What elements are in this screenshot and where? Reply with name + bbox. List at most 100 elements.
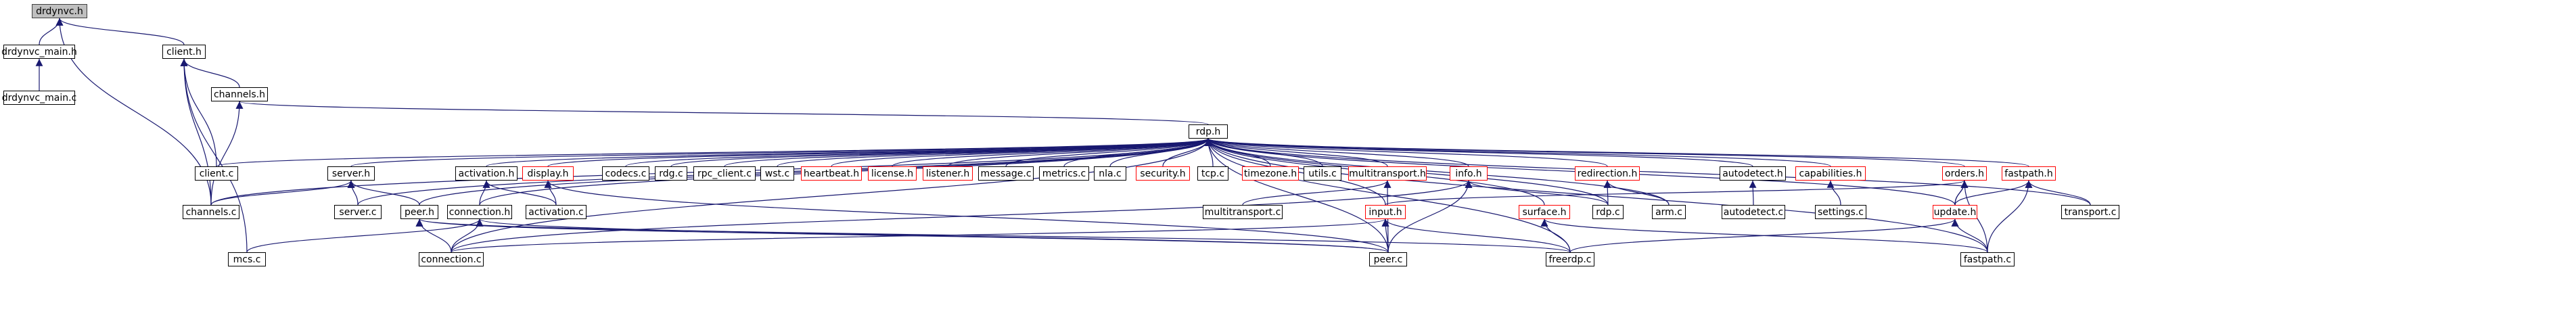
node-connection-h[interactable]: connection.h [447,205,512,219]
node-label: rdp.c [1596,206,1620,218]
node-label: redirection.h [1577,168,1638,179]
node-message-c[interactable]: message.c [978,166,1034,181]
node-label: update.h [1933,206,1977,218]
edge-transport-c-to-fastpath-h [2025,180,2091,206]
edge-freerdp-c-to-input-h [1381,218,1571,253]
node-rdg-c[interactable]: rdg.c [655,166,687,181]
edge-connection-c-to-peer-h [415,218,452,253]
node-label: orders.h [1945,168,1984,179]
node-label: peer.c [1373,254,1403,265]
node-label: drdynvc_main.h [1,46,77,57]
node-display-h[interactable]: display.h [522,166,574,181]
edge-fastpath-c-to-fastpath-h [1987,180,2033,253]
node-surface-h[interactable]: surface.h [1519,205,1570,219]
edge-client-c-to-client-h [180,58,217,167]
node-mcs-c[interactable]: mcs.c [228,252,266,266]
node-security-h[interactable]: security.h [1136,166,1190,181]
edge-listener-h-to-rdp-h [947,138,1212,167]
edge-fastpath-h-to-rdp-h [1205,138,2029,167]
node-server-h[interactable]: server.h [327,166,375,181]
node-autodetect-c[interactable]: autodetect.c [1722,205,1785,219]
node-channels-h[interactable]: channels.h [211,87,268,101]
node-rdp-c[interactable]: rdp.c [1592,205,1624,219]
node-label: channels.c [185,206,237,218]
node-drdynvc-main-h[interactable]: drdynvc_main.h [1,45,77,59]
edge-freerdp-c-to-update-h [1569,218,1959,253]
edge-license-h-to-rdp-h [892,138,1212,167]
node-utils-c[interactable]: utils.c [1304,166,1341,181]
node-connection-c[interactable]: connection.c [419,252,484,266]
edge-client-c-to-rdp-h [216,138,1212,167]
edge-multitransport-c-to-multitransport-h [1242,180,1392,206]
node-fastpath-h[interactable]: fastpath.h [2002,166,2056,181]
node-label: fastpath.c [1963,254,2012,265]
node-autodetect-h[interactable]: autodetect.h [1720,166,1786,181]
node-label: autodetect.h [1722,168,1783,179]
node-label: info.h [1455,168,1482,179]
node-label: listener.h [925,168,970,179]
edge-connection-c-to-rdp-h [451,138,1212,253]
node-nla-c[interactable]: nla.c [1094,166,1126,181]
node-label: channels.h [213,89,265,100]
node-rdp-h[interactable]: rdp.h [1189,124,1228,139]
edge-channels-h-to-client-h [180,58,240,88]
node-timezone-h[interactable]: timezone.h [1242,166,1299,181]
node-multitransport-c[interactable]: multitransport.c [1203,205,1283,219]
node-label: display.h [527,168,569,179]
node-listener-h[interactable]: listener.h [923,166,973,181]
node-codecs-c[interactable]: codecs.c [602,166,649,181]
node-activation-h[interactable]: activation.h [455,166,518,181]
node-transport-c[interactable]: transport.c [2061,205,2119,219]
edge-transport-c-to-rdp-h [1204,138,2091,206]
edge-redirection-h-to-rdp-h [1204,138,1608,167]
edge-drdynvc-main-h-to-drdynvc-h [39,18,64,45]
node-label: connection.h [448,206,511,218]
node-rpc-client-c[interactable]: rpc_client.c [693,166,756,181]
node-orders-h[interactable]: orders.h [1942,166,1987,181]
node-label: fastpath.h [2004,168,2053,179]
node-client-c[interactable]: client.c [195,166,238,181]
node-activation-c[interactable]: activation.c [526,205,586,219]
node-capabilities-h[interactable]: capabilities.h [1795,166,1866,181]
node-license-h[interactable]: license.h [868,166,917,181]
edge-peer-c-to-info-h [1387,180,1473,253]
node-label: heartbeat.h [803,168,860,179]
edge-client-h-to-drdynvc-h [55,18,185,45]
node-freerdp-c[interactable]: freerdp.c [1546,252,1594,266]
node-peer-h[interactable]: peer.h [400,205,438,219]
edge-update-h-to-fastpath-h [1954,180,2033,206]
node-label: rpc_client.c [697,168,752,179]
node-input-h[interactable]: input.h [1365,205,1406,219]
node-client-h[interactable]: client.h [162,45,206,59]
node-tcp-c[interactable]: tcp.c [1197,166,1228,181]
node-label: activation.c [528,206,584,218]
node-redirection-h[interactable]: redirection.h [1575,166,1640,181]
node-multitransport-h[interactable]: multitransport.h [1348,166,1427,181]
edge-connection-c-to-input-h [451,218,1389,253]
edge-connection-c-to-info-h [451,180,1473,253]
node-channels-c[interactable]: channels.c [183,205,239,219]
edge-freerdp-c-to-surface-h [1540,218,1571,253]
node-label: rdp.h [1195,126,1221,137]
node-label: surface.h [1522,206,1567,218]
node-metrics-c[interactable]: metrics.c [1039,166,1089,181]
node-wst-c[interactable]: wst.c [760,166,794,181]
node-info-h[interactable]: info.h [1450,166,1488,181]
node-peer-c[interactable]: peer.c [1369,252,1407,266]
edge-rdp-h-to-channels-h [236,101,1209,125]
node-label: security.h [1140,168,1186,179]
node-server-c[interactable]: server.c [334,205,382,219]
node-label: mcs.c [233,254,261,265]
node-label: nla.c [1099,168,1122,179]
node-fastpath-c[interactable]: fastpath.c [1960,252,2015,266]
edge-heartbeat-h-to-rdp-h [831,138,1212,167]
node-settings-c[interactable]: settings.c [1815,205,1866,219]
edge-rdp-c-to-info-h [1465,180,1609,206]
node-heartbeat-h[interactable]: heartbeat.h [801,166,862,181]
node-label: client.c [199,168,234,179]
node-label: autodetect.c [1723,206,1784,218]
node-drdynvc-main-c[interactable]: drdynvc_main.c [2,91,76,105]
node-arm-c[interactable]: arm.c [1652,205,1686,219]
node-update-h[interactable]: update.h [1933,205,1977,219]
